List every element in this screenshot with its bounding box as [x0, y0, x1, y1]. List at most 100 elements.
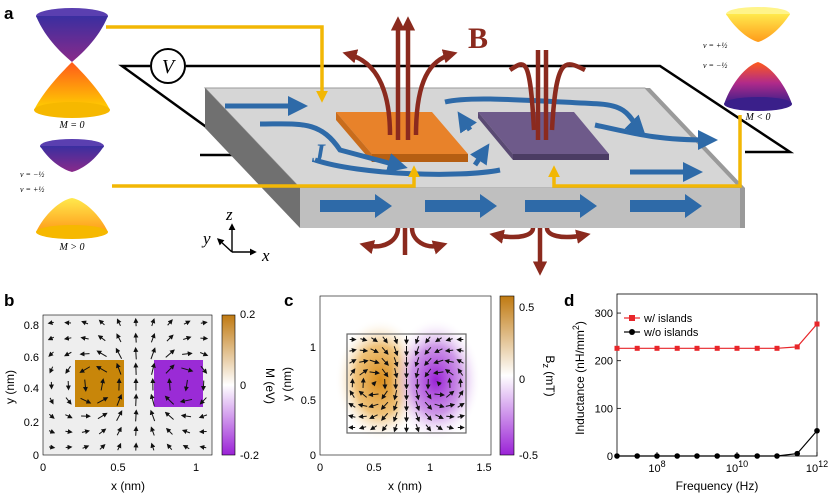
field-vector: [434, 348, 443, 353]
field-vector: [180, 413, 192, 419]
field-vector: [349, 390, 355, 398]
cone-positive-upper: ν = −½: [20, 170, 44, 179]
panel-c-xlabel: x (nm): [388, 479, 422, 493]
field-vector: [424, 368, 432, 378]
field-vector: [116, 362, 122, 375]
cone-positive-mass-label: M > 0: [58, 242, 84, 253]
panel-b-colorbar-label: M (eV): [263, 368, 277, 404]
tick-label: 0.8: [24, 320, 39, 332]
field-vector: [424, 346, 432, 355]
tick-label: 0.5: [301, 395, 316, 407]
field-vector: [369, 370, 380, 376]
tick-label: 0.5: [110, 462, 125, 474]
field-blob-negative: [391, 318, 481, 442]
field-vector: [116, 426, 122, 436]
field-vector: [393, 423, 399, 433]
field-vector: [360, 336, 368, 342]
cone-negative-lower: ν = −½: [703, 61, 727, 70]
field-vector: [116, 410, 123, 422]
field-vector: [436, 381, 442, 387]
panel-b-yticks: 0 0.2 0.4 0.6 0.8: [24, 320, 39, 462]
field-vector: [164, 395, 175, 405]
panel-d-plot-area: [616, 293, 818, 457]
data-point: [794, 450, 801, 457]
field-vector: [414, 368, 420, 379]
field-vector: [49, 366, 54, 374]
legend-marker-circle: [629, 329, 635, 335]
data-point: [614, 453, 620, 459]
coordinate-axes-icon: [216, 223, 257, 256]
field-vector: [368, 403, 379, 409]
field-vector: [425, 390, 432, 400]
field-vector: [457, 414, 466, 420]
data-point: [714, 345, 720, 351]
ytick-label: 100: [595, 403, 613, 415]
field-vector: [65, 365, 71, 374]
panel-d-legend: w/ islands w/o islands: [624, 313, 699, 339]
tick-label: 1.5: [476, 462, 491, 474]
field-vector: [444, 368, 454, 376]
tick-label: 1: [193, 462, 199, 474]
panel-c-yticks: 0 0.5 1: [301, 342, 316, 462]
field-vector: [98, 428, 107, 435]
tick-label: 0: [310, 450, 316, 462]
field-vector: [133, 346, 139, 360]
field-vector: [150, 318, 156, 327]
voltmeter-icon: [150, 48, 186, 84]
field-vector: [150, 426, 156, 436]
colorbar-tick: -0.2: [240, 450, 259, 462]
field-vector: [457, 368, 464, 376]
field-vector: [183, 379, 189, 392]
field-vector: [80, 335, 89, 341]
field-vector: [65, 397, 72, 405]
field-vector: [182, 445, 190, 450]
field-vector: [425, 424, 432, 432]
colorbar-tick: 0.2: [240, 309, 255, 321]
data-point: [814, 427, 820, 434]
data-point: [814, 321, 820, 327]
panel-b-letter: b: [4, 291, 14, 310]
field-vector: [181, 367, 194, 373]
colorbar-tick: -0.5: [519, 450, 538, 462]
field-vector: [133, 332, 139, 343]
cone-positive-lower: ν = +½: [20, 185, 44, 194]
field-vector: [414, 346, 420, 357]
field-vector: [82, 445, 90, 450]
field-vector: [65, 429, 73, 435]
panel-d-ylabel: Inductance (nH/mm2): [571, 321, 587, 435]
field-vector: [166, 443, 173, 450]
field-vector: [167, 319, 173, 326]
panel-b-colorbar: [221, 314, 236, 456]
field-arrows: [342, 16, 591, 276]
field-vector: [150, 362, 156, 375]
field-vector: [369, 359, 380, 365]
tick-label: 0: [33, 450, 39, 462]
voltage-label: V: [162, 56, 177, 78]
field-vector: [456, 348, 464, 354]
field-vector: [371, 381, 377, 387]
data-point: [674, 345, 680, 351]
field-vector: [433, 370, 444, 376]
field-vector: [165, 364, 175, 374]
colorbar-tick: 0.5: [519, 302, 534, 314]
field-vector: [116, 333, 122, 343]
data-point: [774, 453, 780, 459]
field-vector: [424, 357, 432, 366]
field-vector: [369, 414, 378, 419]
field-vector: [435, 337, 442, 343]
field-vector: [99, 444, 106, 450]
panel-c-sample-outline: [346, 333, 467, 434]
field-vector: [198, 413, 208, 419]
field-vector: [415, 412, 421, 423]
data-point: [734, 453, 740, 459]
wire-left: [118, 64, 249, 157]
legend-marker-square: [629, 315, 635, 321]
data-point: [614, 345, 620, 351]
purple-island: [478, 112, 609, 160]
panel-a: a V: [4, 4, 795, 276]
ytick-label: 200: [595, 356, 613, 368]
field-vector: [370, 348, 379, 353]
field-vector: [48, 444, 56, 450]
field-vector: [359, 368, 369, 376]
field-vector: [97, 335, 106, 342]
